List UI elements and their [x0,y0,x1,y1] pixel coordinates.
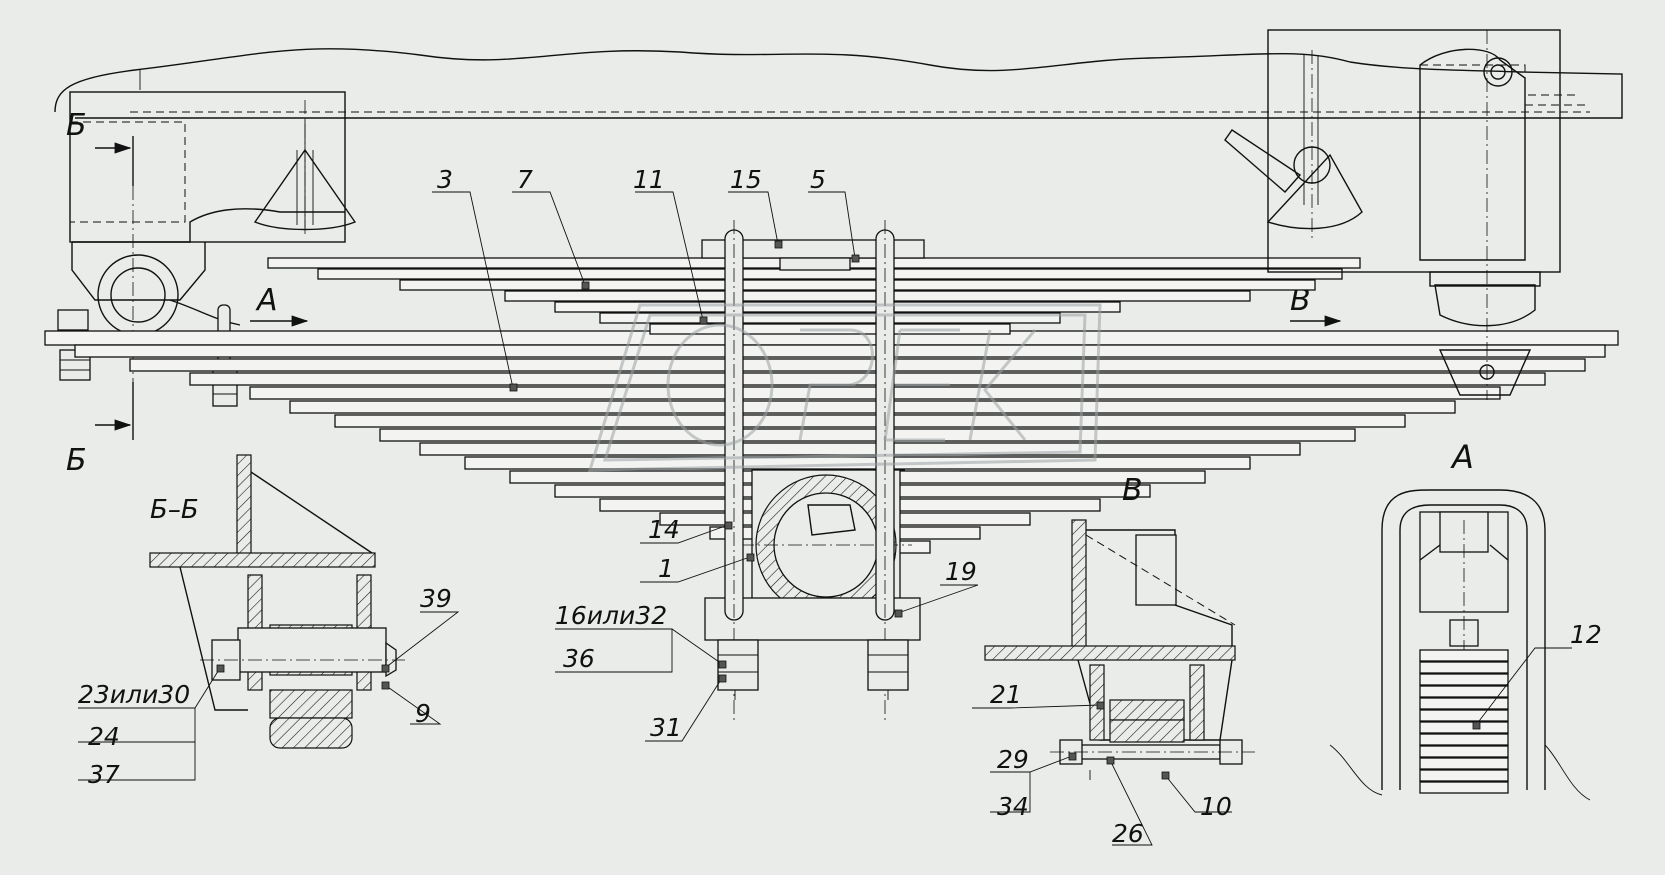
callout-26: 26 [1112,819,1144,848]
view-a-leaf-4 [1419,685,1509,698]
section-bb-title: Б–Б [150,495,199,525]
cut-b-top-label: Б [66,108,87,143]
main-leaf-6 [289,400,1456,414]
view-a-leaf-8 [1419,733,1509,746]
callout-markers [216,240,1481,780]
additional-leaf-3 [399,279,1316,291]
view-a-leaf-6 [1419,709,1509,722]
view-a-leaf-1 [1419,649,1509,662]
main-leaf-2 [74,344,1606,358]
callout-5: 5 [810,165,826,194]
callout-11: 11 [633,165,665,194]
view-a-leaf-11 [1419,769,1509,782]
view-a-leaf-10 [1419,757,1509,770]
leader-lines [78,191,1572,846]
callout-12: 12 [1570,620,1602,649]
callout-15: 15 [730,165,762,194]
callout-34: 34 [997,792,1029,821]
callout-10: 10 [1200,792,1232,821]
frame-rail [54,48,1623,119]
callout-29: 29 [997,745,1029,774]
callout-7: 7 [517,165,533,194]
callout-9: 9 [415,699,431,728]
main-leaf-7 [334,414,1406,428]
callout-24: 24 [88,722,120,751]
view-v: В [984,473,1255,780]
additional-leaf-5 [554,301,1121,313]
main-leaf-8 [379,428,1356,442]
callout-14: 14 [648,515,680,544]
main-leaf-5 [249,386,1501,400]
callout-16-32: 16или32 [555,601,667,630]
callout-39: 39 [420,584,452,613]
view-arrows: А В [250,283,1342,327]
view-a-leaf-9 [1419,745,1509,758]
view-a: А [1329,438,1591,801]
callout-labels: 3 7 11 15 5 14 1 19 16или32 36 31 39 23и… [78,165,1602,848]
cut-line-bb: Б Б [66,108,134,478]
callout-19: 19 [945,557,977,586]
watermark-logo [587,303,1102,472]
main-leaf-3 [129,358,1586,372]
view-a-title: А [1450,438,1474,476]
callout-1: 1 [658,554,674,583]
callout-36: 36 [563,644,595,673]
axle-clamp [701,220,925,720]
callout-21: 21 [990,680,1022,709]
view-a-leaf-2 [1419,661,1509,674]
callout-3: 3 [437,165,453,194]
cut-b-bottom-label: Б [66,443,87,478]
view-a-leaf-12 [1419,781,1509,794]
front-bracket [69,91,357,336]
view-a-arrow-label: А [255,283,278,318]
callout-37: 37 [88,760,120,789]
view-a-leaf-7 [1419,721,1509,734]
rear-bracket [1224,29,1590,400]
view-v-title: В [1122,473,1143,508]
additional-leaf-6 [599,312,1061,324]
view-a-leaf-3 [1419,673,1509,686]
section-bb-view: Б–Б [149,454,405,749]
view-v-arrow-label: В [1290,283,1311,318]
callout-31: 31 [650,713,682,742]
callout-23-30: 23или30 [78,680,190,709]
main-leaf-10 [464,456,1251,470]
main-leaf-9 [419,442,1301,456]
view-a-leaf-5 [1419,697,1509,710]
